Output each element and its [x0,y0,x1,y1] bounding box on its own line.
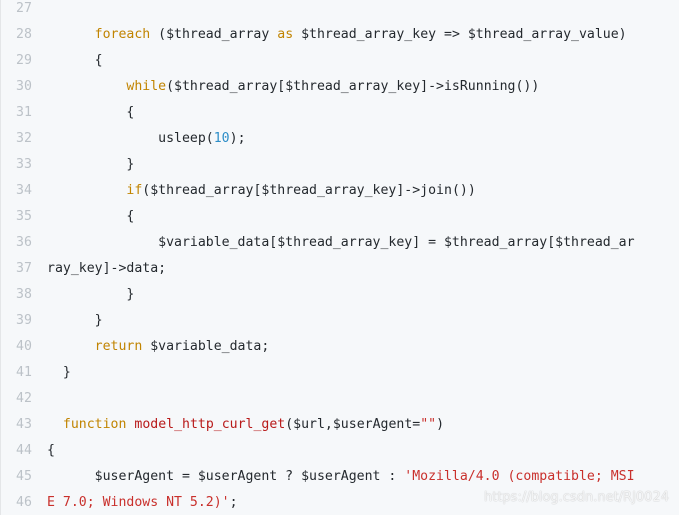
code-token: ($url,$userAgent= [285,417,421,432]
code-token: { [47,209,135,224]
code-text: ray_key]->data; [47,256,166,282]
code-token: ($thread_array [150,27,278,42]
code-token: ; [229,495,238,510]
code-token: ($thread_array[$thread_array_key]->isRun… [166,79,540,94]
code-text: } [47,282,134,308]
code-line: 35 { [1,204,679,230]
code-line: 45 $userAgent = $userAgent ? $userAgent … [1,464,679,490]
line-number: 45 [16,469,32,484]
line-number: 31 [16,105,32,120]
code-token: } [47,287,135,302]
line-number: 37 [16,261,32,276]
code-token: "" [420,417,437,432]
code-line: 39 } [1,308,679,334]
line-number: 39 [16,313,32,328]
code-line: 42 [1,386,679,412]
code-token: } [47,157,135,172]
code-token: foreach [94,27,151,42]
code-token: } [47,365,71,380]
line-number: 41 [16,365,32,380]
code-token [47,339,95,354]
code-text: { [47,204,134,230]
code-token: if [126,183,143,198]
code-token: model_http_curl_get [134,417,286,432]
code-text: E 7.0; Windows NT 5.2)'; [47,490,238,515]
code-line: 31 { [1,100,679,126]
code-token: as [277,27,294,42]
line-number: 27 [16,1,32,16]
code-line: 27 [1,0,679,22]
code-text: { [47,100,134,126]
code-token: 'Mozilla/4.0 (compatible; MSI [404,469,635,484]
line-number: 44 [16,443,32,458]
code-text: $userAgent = $userAgent ? $userAgent : '… [47,464,635,490]
code-line: 46 E 7.0; Windows NT 5.2)'; [1,490,679,515]
line-number: 32 [16,131,32,146]
code-line: 41 } [1,360,679,386]
code-line: 30 while($thread_array[$thread_array_key… [1,74,679,100]
code-text: $variable_data[$thread_array_key] = $thr… [47,230,635,256]
code-line: 33 } [1,152,679,178]
watermark-text: https://blog.csdn.net/RJ0024 [483,490,669,505]
line-number: 35 [16,209,32,224]
code-line: 36 $variable_data[$thread_array_key] = $… [1,230,679,256]
code-token: $thread_array_key => $thread_array_value… [293,27,627,42]
code-line: 34 if($thread_array[$thread_array_key]->… [1,178,679,204]
code-token: E 7.0; Windows NT 5.2)' [47,495,230,510]
code-token: { [47,53,103,68]
code-line: 40 return $variable_data; [1,334,679,360]
line-number: 36 [16,235,32,250]
code-token: function [62,417,127,432]
line-number: 28 [16,27,32,42]
code-text: usleep(10); [47,126,246,152]
code-text: } [47,308,103,334]
code-token [47,27,95,42]
line-number: 46 [16,495,32,510]
code-token: ); [229,131,246,146]
code-token: } [47,313,103,328]
code-line: 29 { [1,48,679,74]
code-token: while [126,79,167,94]
line-number: 29 [16,53,32,68]
code-text: function model_http_curl_get($url,$userA… [47,412,444,438]
code-text: while($thread_array[$thread_array_key]->… [47,74,539,100]
code-token [47,183,126,198]
code-token: $userAgent = $userAgent ? $userAgent : [47,469,405,484]
code-token: ($thread_array[$thread_array_key]->join(… [142,183,476,198]
code-token: { [47,443,55,458]
code-token: usleep( [47,131,214,146]
code-line: 28 foreach ($thread_array as $thread_arr… [1,22,679,48]
code-line: 32 usleep(10); [1,126,679,152]
line-number: 40 [16,339,32,354]
code-token: ) [436,417,445,432]
code-text: } [47,360,71,386]
line-number: 33 [16,157,32,172]
code-text: { [47,438,55,464]
line-number: 30 [16,79,32,94]
code-token [47,79,126,94]
code-text: } [47,152,134,178]
line-number: 43 [16,417,32,432]
code-text: if($thread_array[$thread_array_key]->joi… [47,178,476,204]
code-text: { [47,48,103,74]
code-line: 37 ray_key]->data; [1,256,679,282]
code-token [47,417,63,432]
code-token: return [94,339,143,354]
code-token: { [47,105,135,120]
code-token: 10 [213,131,230,146]
code-token: $variable_data; [142,339,270,354]
code-token: $variable_data[$thread_array_key] = $thr… [47,235,635,250]
line-number: 34 [16,183,32,198]
code-line: 38 } [1,282,679,308]
code-token: ray_key]->data; [47,261,167,276]
code-line: 44 { [1,438,679,464]
code-line: 43 function model_http_curl_get($url,$us… [1,412,679,438]
code-text: return $variable_data; [47,334,270,360]
line-number: 38 [16,287,32,302]
code-text: foreach ($thread_array as $thread_array_… [47,22,627,48]
line-number: 42 [16,391,32,406]
